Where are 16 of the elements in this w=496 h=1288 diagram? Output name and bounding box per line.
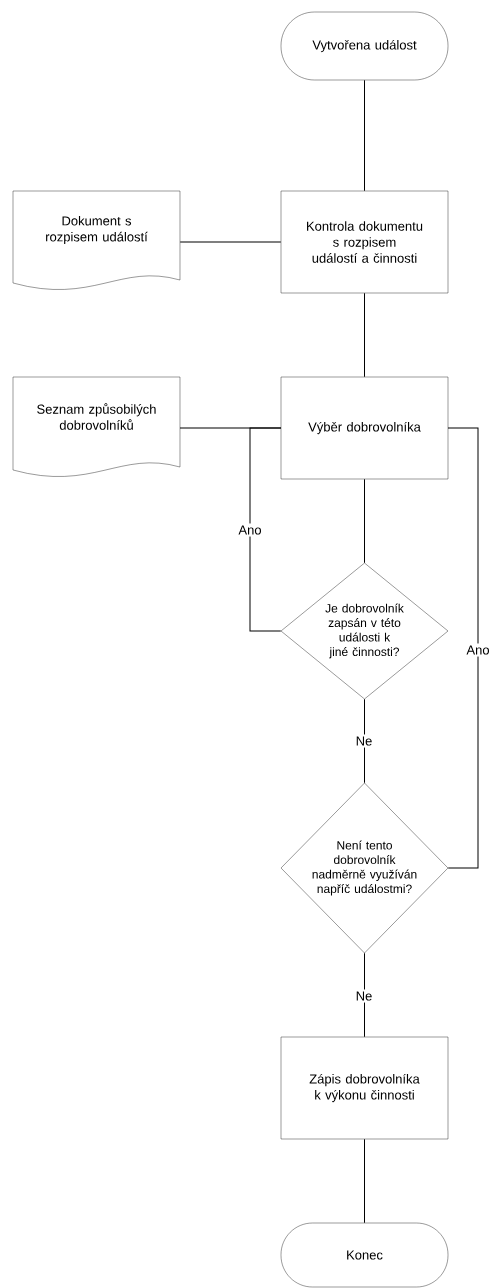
connector-line — [249, 427, 282, 632]
connector-line — [447, 427, 479, 869]
connector-line — [364, 698, 365, 784]
connector-line — [364, 1138, 365, 1224]
connector-line — [364, 478, 365, 564]
process-box: Zápis dobrovolníka k výkonu činnosti — [280, 1036, 449, 1140]
connector-line — [364, 952, 365, 1038]
process-box: Kontrola dokumentu s rozpisem událostí a činnosti — [280, 190, 449, 294]
connector-line — [364, 79, 365, 192]
edge-label: Ne — [353, 734, 375, 748]
connector-line — [179, 241, 282, 243]
edge-label: Ano — [464, 643, 492, 657]
edge-label: Ano — [236, 523, 264, 537]
connector-line — [364, 292, 365, 378]
edge-label: Ne — [353, 989, 375, 1003]
process-box: Výběr dobrovolníka — [280, 376, 449, 480]
